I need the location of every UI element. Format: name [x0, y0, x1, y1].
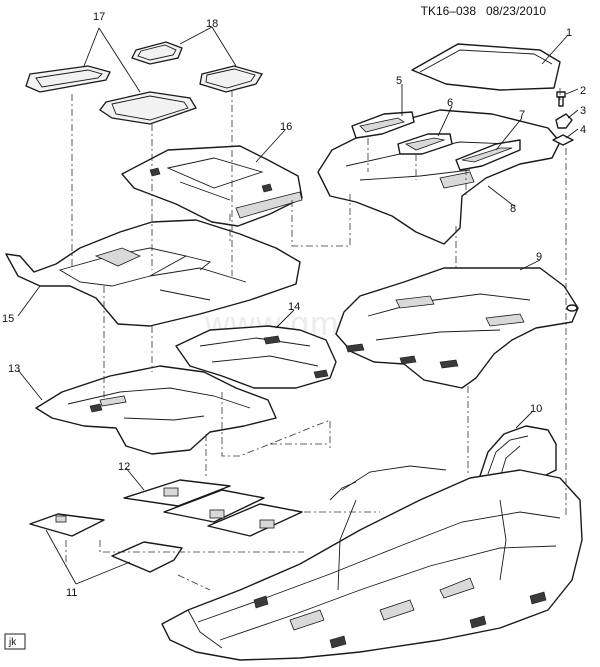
rear-carpet-9 [335, 267, 579, 389]
alignment-lines [65, 88, 567, 591]
callout-2: 2 [580, 85, 586, 97]
callout-18: 18 [206, 18, 218, 30]
callout-16: 16 [280, 121, 292, 133]
artist-tag-text: jk [8, 637, 17, 648]
vehicle-underbody [161, 465, 583, 661]
callout-3: 3 [580, 105, 586, 117]
floor-mat-front-left-17 [25, 65, 111, 93]
trim-panel-7 [455, 139, 521, 171]
callout-10: 10 [530, 403, 542, 415]
callout-8: 8 [510, 203, 516, 215]
clip-4 [552, 134, 574, 146]
insulator-pads-12 [123, 479, 303, 537]
callout-1: 1 [566, 27, 572, 39]
callout-15: 15 [2, 313, 14, 325]
insulator-pad-11a [29, 513, 105, 537]
callout-17: 17 [93, 11, 105, 23]
callout-9: 9 [536, 251, 542, 263]
fastener-2 [556, 91, 566, 107]
trim-panel-6 [397, 133, 453, 155]
insulator-14 [175, 325, 337, 389]
callout-5: 5 [396, 75, 402, 87]
doc-date: 08/23/2010 [486, 4, 546, 18]
callout-4: 4 [580, 124, 586, 136]
callout-12: 12 [118, 461, 130, 473]
callout-14: 14 [288, 301, 300, 313]
retainer-3 [555, 113, 573, 129]
artist-tag: jk [4, 633, 26, 650]
insulator-pad-11b [111, 541, 183, 573]
trim-panel-5 [351, 111, 415, 139]
load-floor-cover-1 [411, 43, 561, 91]
callout-11: 11 [66, 587, 77, 599]
callout-labels: 1 2 3 4 5 6 7 8 9 10 11 12 13 14 15 16 1… [2, 11, 586, 599]
floor-mat-rear-left-18 [131, 41, 183, 65]
callout-13: 13 [8, 363, 20, 375]
callout-7: 7 [519, 109, 525, 121]
leader-lines [17, 26, 579, 585]
doc-code: TK16–038 [421, 4, 477, 18]
carpet-floor-15 [5, 219, 301, 327]
insulator-13 [35, 365, 277, 455]
callout-6: 6 [447, 97, 453, 109]
floor-mat-front-right-17 [99, 91, 197, 125]
carpet-front-16 [121, 145, 303, 227]
floor-mat-rear-right-18 [199, 65, 263, 93]
